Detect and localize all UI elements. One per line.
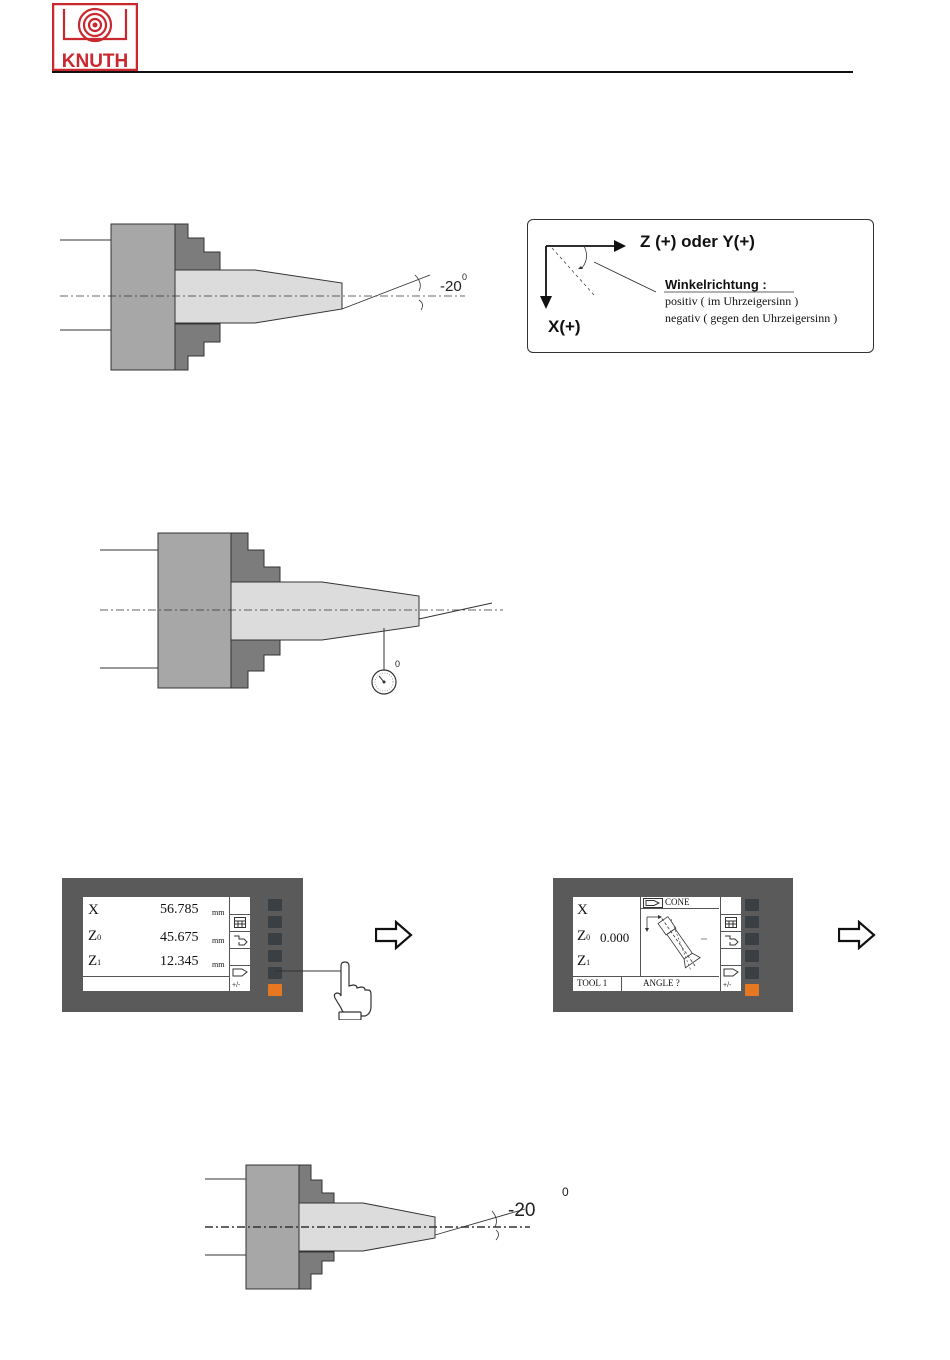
angle-prompt: ANGLE ? bbox=[643, 978, 680, 988]
axis-z-label: Z (+) oder Y(+) bbox=[640, 232, 755, 252]
dial-degree: 0 bbox=[395, 659, 400, 669]
lcd-display-1: +/- X 56.785 mm Z0 45.675 mm Z1 12.345 m… bbox=[62, 878, 303, 1012]
tool-offset-icon bbox=[233, 934, 248, 946]
angle-degree: 0 bbox=[462, 272, 467, 282]
angle-direction-legend: Z (+) oder Y(+) X(+) Winkelrichtung : po… bbox=[527, 219, 874, 353]
lcd-display-2: +/- X Z0 0.000 Z1 CONE TOOL 1 ANGLE ? bbox=[553, 878, 793, 1012]
calculator-icon bbox=[725, 917, 737, 928]
tool-offset-icon bbox=[724, 934, 739, 946]
logo-text: KNUTH bbox=[62, 51, 129, 71]
lcd-screen-2: +/- X Z0 0.000 Z1 CONE TOOL 1 ANGLE ? bbox=[573, 897, 741, 991]
svg-text:+/-: +/- bbox=[723, 982, 732, 989]
softkey-1[interactable] bbox=[268, 899, 282, 911]
softkey-2[interactable] bbox=[745, 916, 759, 928]
axis-label-z1: Z1 bbox=[88, 953, 101, 970]
axis-label-z1: Z1 bbox=[577, 953, 590, 970]
more-functions-icon: +/- bbox=[723, 979, 739, 989]
cone-header: CONE bbox=[641, 897, 719, 909]
cone-diagram bbox=[641, 909, 719, 976]
softkey-3[interactable] bbox=[745, 933, 759, 945]
cone-icon bbox=[643, 898, 663, 908]
tool-label: TOOL 1 bbox=[577, 978, 607, 988]
lcd-screen-1: +/- X 56.785 mm Z0 45.675 mm Z1 12.345 m… bbox=[83, 897, 250, 991]
dial-indicator-figure: 0 bbox=[95, 530, 505, 700]
value-z1: 12.345 bbox=[160, 954, 199, 970]
calculator-icon bbox=[234, 917, 246, 928]
cone-icon bbox=[232, 968, 248, 977]
softkey-orange[interactable] bbox=[745, 984, 759, 996]
value-z0: 45.675 bbox=[160, 930, 199, 946]
softkey-3[interactable] bbox=[268, 933, 282, 945]
next-arrow-icon bbox=[838, 920, 876, 950]
angle-label: -20 bbox=[508, 1200, 535, 1221]
unit-z1: mm bbox=[212, 960, 224, 969]
softkey-5[interactable] bbox=[745, 967, 759, 979]
angle-degree: 0 bbox=[562, 1185, 569, 1199]
legend-negative: negativ ( gegen den Uhrzeigersinn ) bbox=[665, 311, 837, 326]
next-arrow-icon bbox=[375, 920, 413, 950]
cone-icon bbox=[723, 968, 739, 977]
legend-positive: positiv ( im Uhrzeigersinn ) bbox=[665, 294, 798, 309]
axis-label-z0: Z0 bbox=[88, 928, 101, 945]
knuth-logo: KNUTH bbox=[52, 3, 138, 71]
taper-figure-1: -20 0 bbox=[55, 220, 485, 375]
angle-label: -20 bbox=[440, 278, 462, 295]
softkey-2[interactable] bbox=[268, 916, 282, 928]
more-functions-icon: +/- bbox=[232, 979, 248, 989]
value-z0: 0.000 bbox=[600, 930, 629, 946]
softkey-4[interactable] bbox=[745, 950, 759, 962]
unit-z0: mm bbox=[212, 936, 224, 945]
axis-x-label: X(+) bbox=[548, 317, 581, 337]
svg-text:+/-: +/- bbox=[232, 982, 241, 989]
unit-x: mm bbox=[212, 908, 224, 917]
taper-figure-2: -20 0 bbox=[200, 1160, 580, 1295]
legend-heading: Winkelrichtung : bbox=[665, 277, 767, 292]
press-pointer bbox=[275, 960, 375, 1020]
value-x: 56.785 bbox=[160, 902, 199, 918]
softkey-1[interactable] bbox=[745, 899, 759, 911]
header-rule bbox=[52, 71, 853, 73]
axis-label-x: X bbox=[577, 902, 588, 919]
cone-title: CONE bbox=[665, 897, 690, 907]
axis-label-z0: Z0 bbox=[577, 928, 590, 945]
axis-label-x: X bbox=[88, 902, 99, 919]
